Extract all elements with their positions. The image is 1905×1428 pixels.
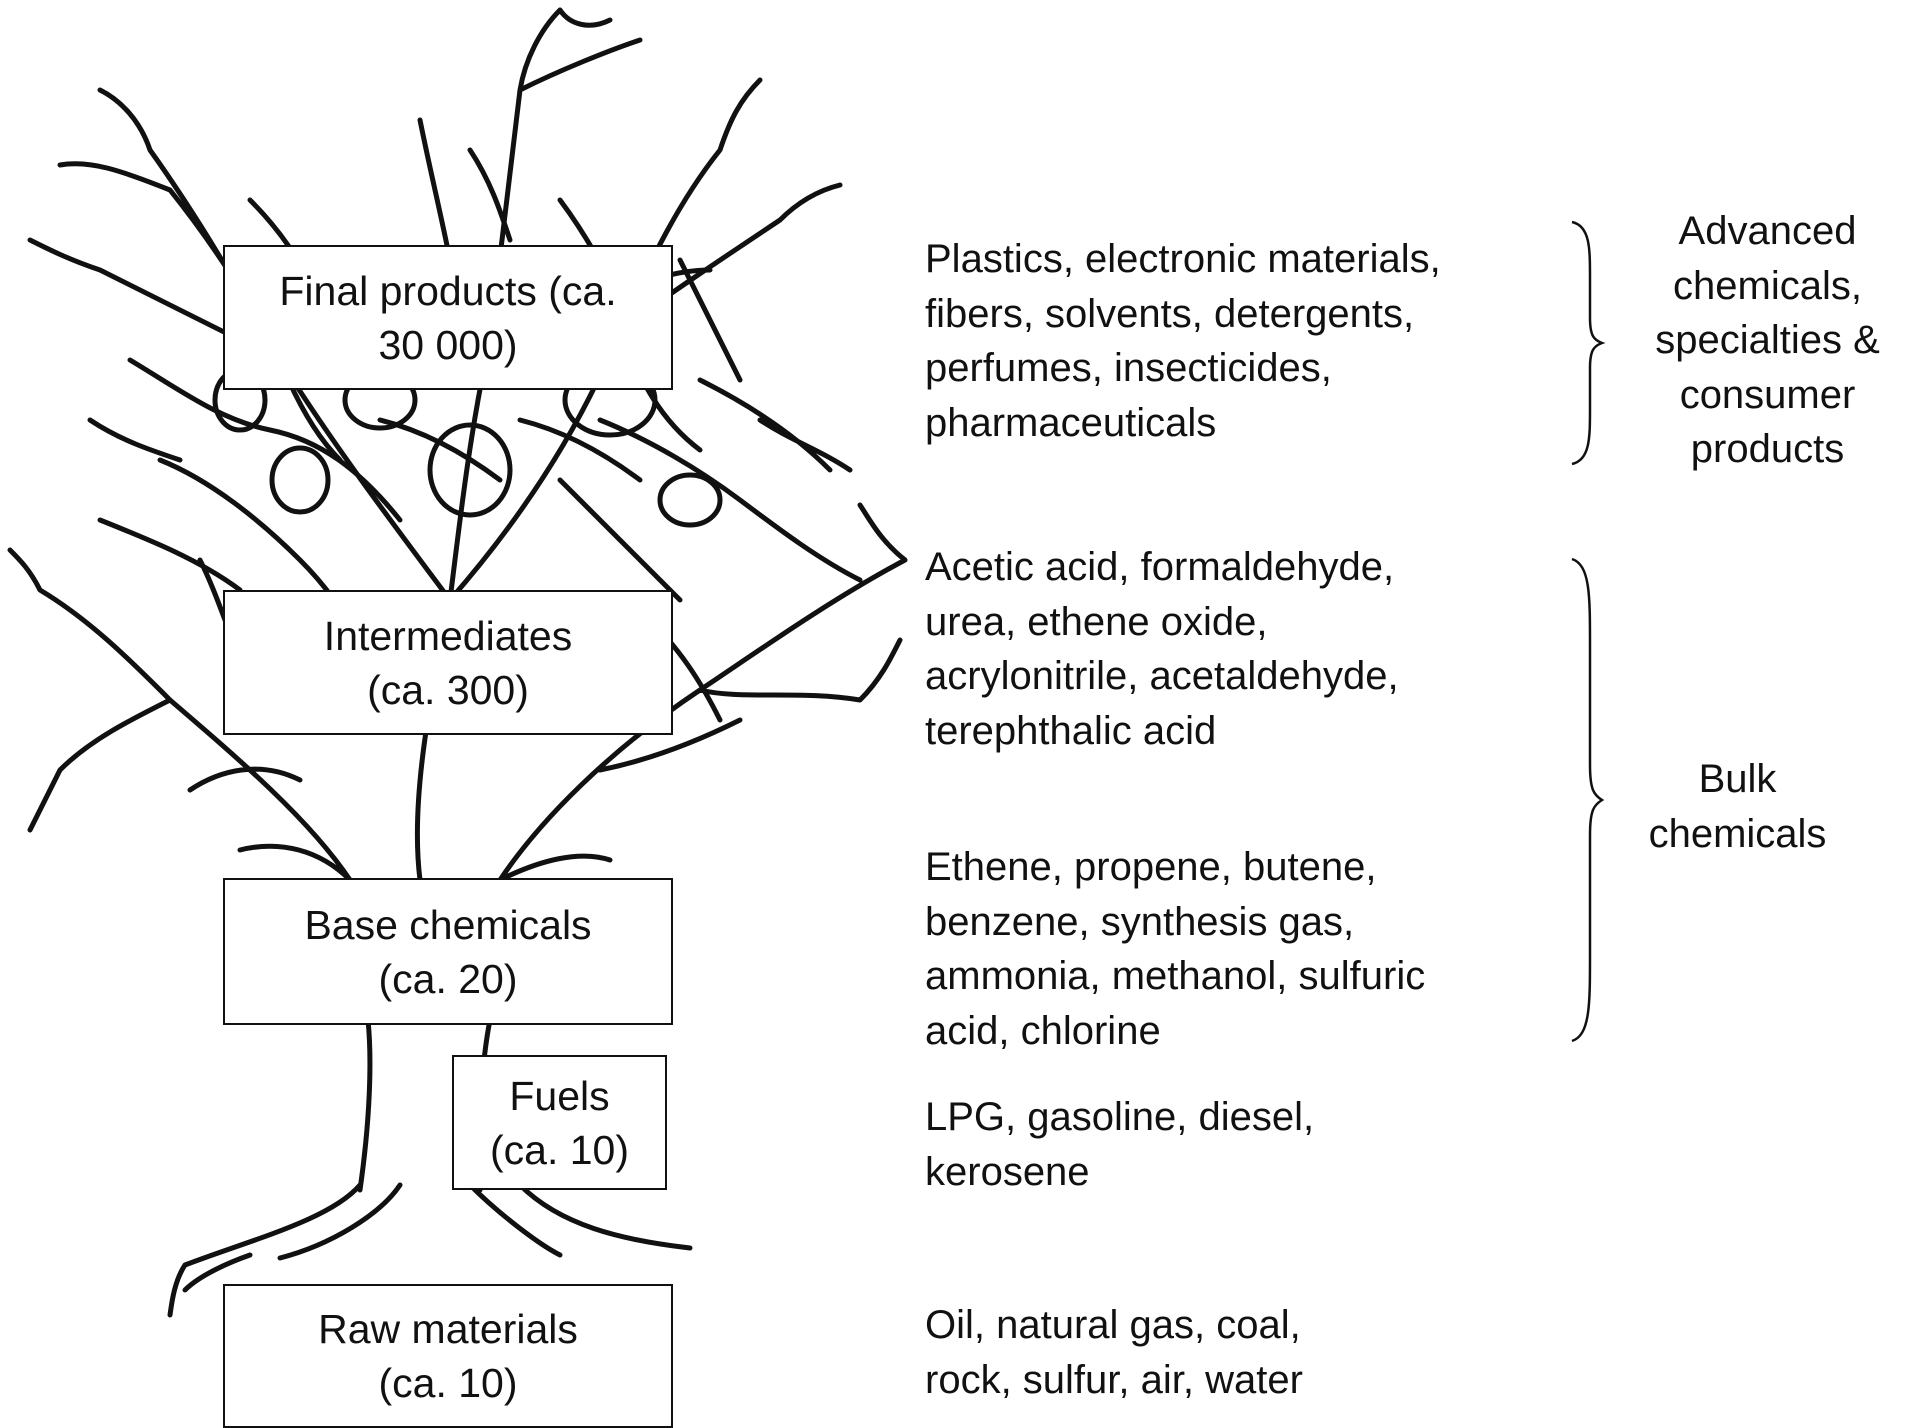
base-chemicals-count: (ca. 20)	[379, 952, 518, 1006]
fuels-box: Fuels (ca. 10)	[452, 1055, 667, 1190]
fuels-name: Fuels	[509, 1069, 609, 1123]
group-line: consumer	[1630, 368, 1905, 423]
desc-line: pharmaceuticals	[925, 396, 1441, 451]
desc-line: acrylonitrile, acetaldehyde,	[925, 649, 1399, 704]
desc-line: Ethene, propene, butene,	[925, 840, 1425, 895]
desc-line: LPG, gasoline, diesel,	[925, 1090, 1314, 1145]
raw-materials-count: (ca. 10)	[379, 1356, 518, 1410]
desc-line: perfumes, insecticides,	[925, 341, 1441, 396]
desc-line: rock, sulfur, air, water	[925, 1353, 1303, 1408]
desc-line: fibers, solvents, detergents,	[925, 287, 1441, 342]
desc-line: acid, chlorine	[925, 1004, 1425, 1059]
twig-loop	[660, 475, 720, 525]
intermediates-box: Intermediates (ca. 300)	[223, 590, 673, 735]
base-chemicals-box: Base chemicals (ca. 20)	[223, 878, 673, 1025]
group-line: products	[1630, 422, 1905, 477]
twig-loop	[272, 448, 328, 512]
final-products-count: 30 000)	[378, 318, 517, 372]
final-products-name: Final products (ca.	[279, 264, 616, 318]
fuels-count: (ca. 10)	[490, 1123, 629, 1177]
group-line: chemicals	[1610, 807, 1865, 862]
advanced-chemicals-label: Advanced chemicals, specialties & consum…	[1630, 204, 1905, 477]
bulk-chemicals-label: Bulk chemicals	[1610, 752, 1865, 861]
raw-materials-description: Oil, natural gas, coal, rock, sulfur, ai…	[925, 1298, 1303, 1407]
desc-line: Acetic acid, formaldehyde,	[925, 540, 1399, 595]
bulk-brace	[1568, 555, 1608, 1045]
fuels-description: LPG, gasoline, diesel, kerosene	[925, 1090, 1314, 1199]
raw-materials-box: Raw materials (ca. 10)	[223, 1284, 673, 1428]
group-line: specialties &	[1630, 313, 1905, 368]
desc-line: kerosene	[925, 1145, 1314, 1200]
base-chemicals-name: Base chemicals	[304, 898, 591, 952]
desc-line: terephthalic acid	[925, 704, 1399, 759]
group-line: chemicals,	[1630, 259, 1905, 314]
final-products-description: Plastics, electronic materials, fibers, …	[925, 232, 1441, 450]
desc-line: Oil, natural gas, coal,	[925, 1298, 1303, 1353]
intermediates-count: (ca. 300)	[367, 663, 529, 717]
desc-line: ammonia, methanol, sulfuric	[925, 949, 1425, 1004]
desc-line: benzene, synthesis gas,	[925, 895, 1425, 950]
desc-line: urea, ethene oxide,	[925, 595, 1399, 650]
group-line: Bulk	[1610, 752, 1865, 807]
intermediates-name: Intermediates	[324, 609, 572, 663]
desc-line: Plastics, electronic materials,	[925, 232, 1441, 287]
intermediates-description: Acetic acid, formaldehyde, urea, ethene …	[925, 540, 1399, 758]
final-products-box: Final products (ca. 30 000)	[223, 245, 673, 390]
advanced-brace	[1568, 218, 1608, 468]
base-chemicals-description: Ethene, propene, butene, benzene, synthe…	[925, 840, 1425, 1058]
raw-materials-name: Raw materials	[318, 1302, 578, 1356]
group-line: Advanced	[1630, 204, 1905, 259]
